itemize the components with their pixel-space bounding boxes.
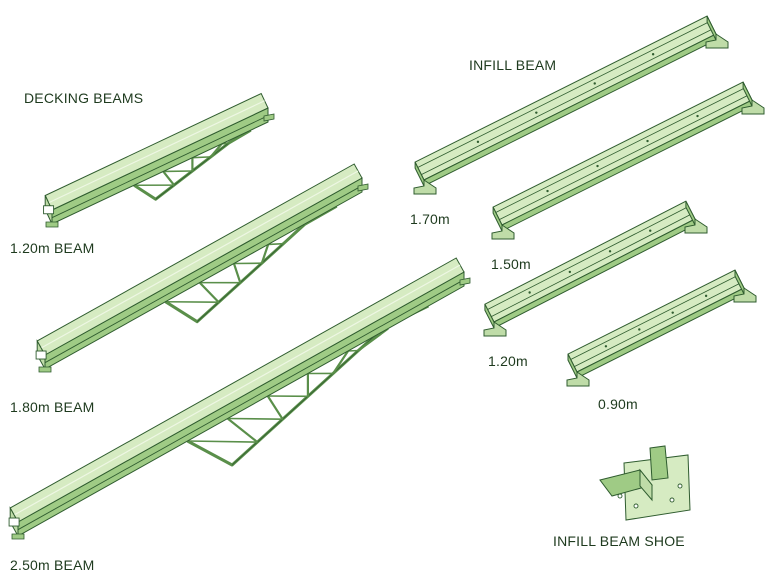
strut-post [260,244,270,264]
channel-rivet [535,111,538,114]
decking-beam-120 [43,92,275,228]
shoe-bolt-hole [617,493,623,499]
channel-end-plate [567,353,578,379]
strut-post [186,440,233,466]
beam-top-highlight [48,100,265,204]
beam-box-opening [43,205,55,215]
decking-beam-180 [35,163,369,373]
channel-rivet [476,140,480,144]
beam-side-face [51,107,269,225]
channel-rivet [638,328,641,331]
beam-end-tab [263,113,275,122]
infill-beam-150 [491,81,765,240]
channel-rail [487,206,689,310]
channel-end-plate [492,206,503,232]
channel-rail [491,213,693,318]
shoe-bolt-hole [669,497,675,503]
decking-beams-heading: DECKING BEAMS [24,90,144,106]
infill-beam-090-label: 0.90m [598,396,638,412]
beam-end-tab [357,183,369,192]
infill-beam-090 [566,269,757,387]
strut-post [133,184,157,201]
infill-beam-120 [483,200,708,337]
shoe-bolt-hole [633,503,639,509]
beam-end-tab [11,533,25,540]
infill-beam-170-label: 1.70m [410,211,450,227]
infill-beam-120-label: 1.20m [488,353,528,369]
strut-diagonal [268,242,284,246]
strut-post [162,170,175,186]
strut-diagonal [187,440,258,443]
channel-rivet [528,291,531,294]
shoe-bolt-hole [677,483,683,489]
infill-beams-group [413,15,765,387]
channel-rivet [568,270,572,274]
channel-rail [499,94,750,220]
channel-rivet [593,82,596,85]
channel-end-plate [484,303,495,329]
infill-beam-150-label: 1.50m [491,256,531,272]
channel-lip [576,287,745,379]
infill-beam-heading: INFILL BEAM [469,57,557,73]
strut-post [164,300,198,323]
decking-beam-120-label: 1.20m BEAM [10,240,95,256]
strut-diagonal [348,349,359,352]
beam-flange-line [44,185,363,364]
channel-rivet [608,250,612,253]
infill-beam-170 [413,15,729,195]
decking-beams-group [8,92,471,540]
channel-rivet [604,345,608,348]
infill-beam-shoe-drawing [599,445,691,521]
channel-end-plate [414,161,425,187]
channel-end-plate [706,15,717,41]
strut-post [266,395,284,420]
beam-flange-line [51,115,269,219]
channel-rail [421,28,714,175]
shoe-upright [649,445,669,481]
channel-rail [495,87,746,213]
strut-diagonal [227,417,283,420]
shoe-seat-side [639,468,653,502]
channel-rivet [646,139,649,143]
strut-diagonal [192,156,211,159]
strut-post [232,263,242,284]
channel-rail [570,275,738,360]
channel-rivet [704,294,708,298]
beam-box-opening [8,517,20,527]
strut-post [209,143,223,158]
strut-post [332,350,349,375]
channel-rivet [696,114,699,118]
channel-rivet [596,164,599,168]
channel-rivet [671,311,674,314]
beam-box-opening [35,350,47,360]
channel-end-plate [742,81,753,107]
channel-end-plate [734,269,745,295]
channel-rail [417,21,710,168]
infill-beam-shoe-label: INFILL BEAM SHOE [553,533,685,549]
beam-flange-line [17,279,465,531]
channel-rivet [651,53,655,56]
channel-rivet [546,189,549,193]
beam-top-highlight [40,170,359,349]
channel-end-plate [685,200,696,226]
decking-beam-250 [8,257,471,540]
decking-beam-180-label: 1.80m BEAM [10,399,95,415]
strut-post [282,224,304,245]
channel-rivet [649,229,652,232]
strut-post [226,417,259,443]
beam-end-tab [45,221,59,228]
decking-beam-250-label: 2.50m BEAM [10,557,95,573]
channel-lip [423,33,717,187]
strut-post [357,327,389,352]
beam-end-tab [38,366,52,373]
strut-post [198,281,220,303]
beam-end-tab [459,277,471,286]
beam-top-highlight [13,264,461,516]
channel-rail [574,282,742,367]
